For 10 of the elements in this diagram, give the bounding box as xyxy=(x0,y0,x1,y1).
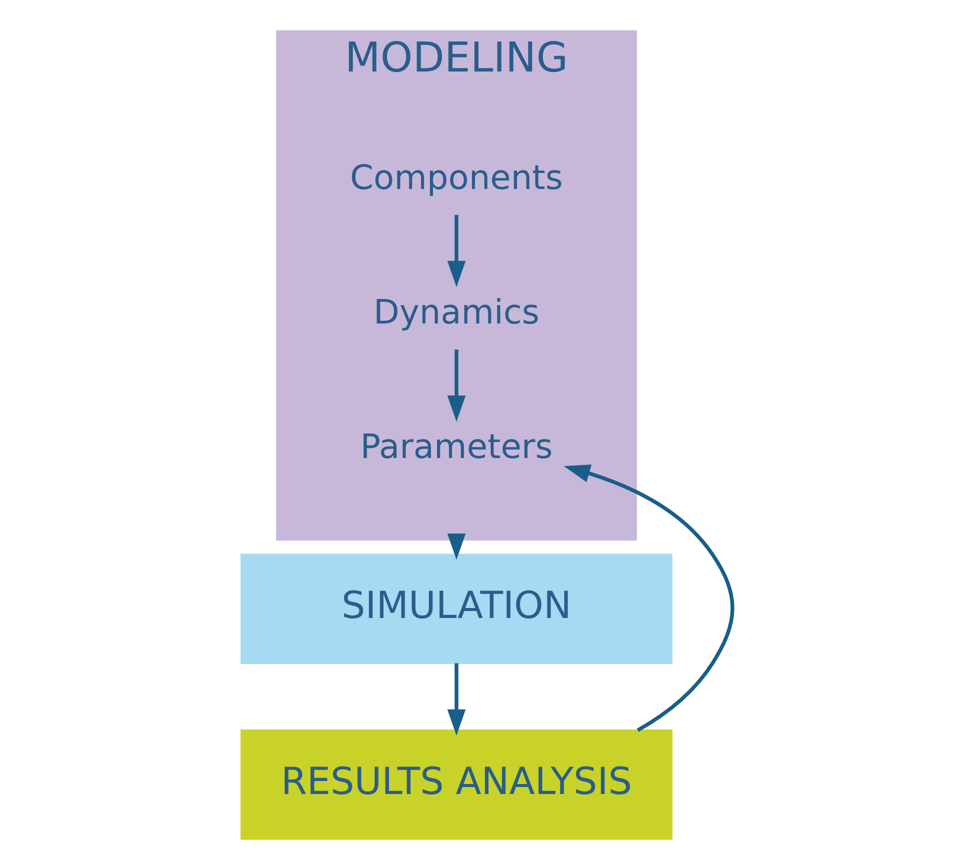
arrow xyxy=(446,663,466,736)
node-text: Parameters xyxy=(360,427,552,466)
arrow xyxy=(563,464,734,732)
node-box: RESULTS ANALYSIS xyxy=(240,729,672,840)
node-text: Components xyxy=(350,158,562,197)
arrow xyxy=(446,534,466,560)
arrow xyxy=(446,214,466,288)
node-text: Dynamics xyxy=(373,292,539,332)
node-box: SIMULATION xyxy=(240,554,672,664)
arrow xyxy=(446,350,466,422)
